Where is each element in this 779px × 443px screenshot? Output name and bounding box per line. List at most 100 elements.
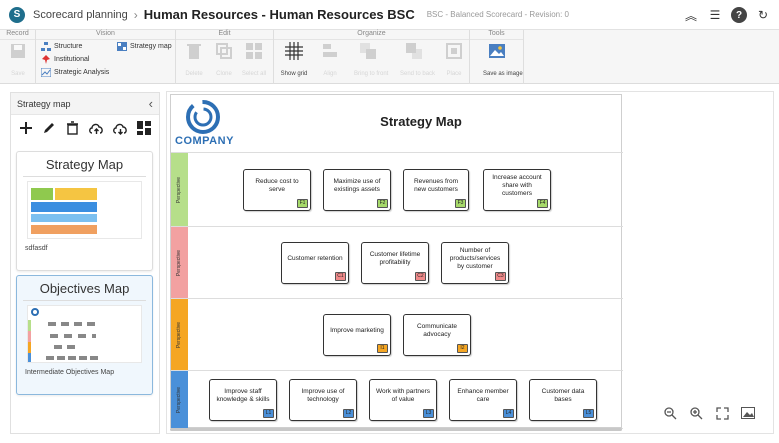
cloud-upload-icon[interactable] (88, 121, 105, 135)
lane-color-bar (171, 299, 188, 370)
objective-code-badge: F1 (297, 199, 308, 208)
strategy-map-button[interactable]: Strategy map (117, 42, 172, 51)
clone-icon (216, 43, 232, 59)
help-icon[interactable]: ? (731, 7, 747, 23)
ribbon-group-record: Record Save (0, 30, 36, 84)
align-button[interactable]: Align (316, 42, 344, 77)
structure-icon (41, 42, 51, 51)
objective-code-badge: C2 (415, 272, 426, 281)
map-card-strategy[interactable]: Strategy Map sdfasdf (16, 151, 153, 271)
sheet-title: Strategy Map (380, 114, 462, 129)
objective-code-badge: C3 (495, 272, 506, 281)
objective-code-badge: F4 (537, 199, 548, 208)
show-grid-button[interactable]: Show grid (280, 42, 308, 77)
image-save-icon (489, 44, 505, 58)
image-export-icon[interactable] (741, 406, 755, 420)
map-card-objectives[interactable]: Objectives Map Intermediate Objectives M… (16, 275, 153, 395)
lane-color-bar (171, 153, 188, 226)
company-logo-icon (186, 100, 220, 134)
trash-icon[interactable] (65, 121, 81, 135)
pin-icon (42, 55, 50, 64)
analysis-icon (41, 68, 51, 77)
cloud-download-icon[interactable] (112, 121, 129, 135)
panel-title: Strategy map (17, 98, 71, 109)
send-to-back-button[interactable]: Send to back (400, 42, 435, 77)
ribbon-group-tools: Tools Save as image (470, 30, 524, 84)
card-subtitle: Intermediate Objectives Map (25, 369, 115, 376)
place-icon (446, 43, 462, 59)
lane-label: Perspective (176, 249, 183, 276)
company-name: COMPANY (175, 135, 234, 147)
horizontal-scrollbar[interactable] (170, 428, 622, 431)
select-all-button[interactable]: Select all (240, 42, 268, 77)
card-subtitle: sdfasdf (25, 245, 48, 252)
app-logo-icon[interactable]: S (9, 6, 25, 23)
ribbon-group-organize: Organize Show grid Align Bring to front … (274, 30, 470, 84)
objective-code-badge: I2 (457, 344, 468, 353)
bring-to-front-button[interactable]: Bring to front (354, 42, 388, 77)
save-button[interactable]: Save (4, 42, 32, 77)
zoom-in-icon[interactable] (689, 406, 703, 420)
institutional-button[interactable]: Institutional (41, 55, 89, 64)
send-back-icon (406, 43, 422, 59)
chevron-left-icon[interactable]: ‹ (148, 96, 153, 111)
objective-label: Work with partners of value (375, 387, 431, 403)
objective-label: Revenues from new customers (413, 177, 459, 193)
lane-label: Perspective (176, 386, 183, 413)
breadcrumb-app[interactable]: Scorecard planning (33, 8, 128, 21)
card-title: Strategy Map (45, 157, 124, 172)
refresh-icon[interactable]: ↻ (757, 8, 769, 22)
objective-label: Maximize use of existings assets (333, 177, 381, 193)
objective-label: Customer retention (287, 254, 343, 262)
objective-label: Improve use of technology (301, 387, 345, 403)
trash-icon (187, 44, 201, 59)
objective-code-badge: C1 (335, 272, 346, 281)
panel-toolbar (11, 115, 159, 141)
lane-label: Perspective (176, 321, 183, 348)
objective-label: Increase account share with customers (492, 173, 542, 198)
zoom-out-icon[interactable] (663, 406, 677, 420)
clone-button[interactable]: Clone (210, 42, 238, 77)
add-icon[interactable] (18, 121, 34, 135)
objective-code-badge: L4 (503, 409, 514, 418)
strategy-map-panel: Strategy map ‹ Strategy Map sdfasdf Obje… (10, 92, 160, 434)
save-as-image-button[interactable]: Save as image (483, 42, 523, 77)
page-title: Human Resources - Human Resources BSC (143, 7, 415, 22)
delete-button[interactable]: Delete (180, 42, 208, 77)
objective-label: Enhance member care (457, 387, 509, 403)
list-icon[interactable]: ☰ (709, 8, 721, 22)
objective-label: Number of products/services by customer (449, 246, 501, 271)
strategic-analysis-button[interactable]: Strategic Analysis (41, 68, 109, 77)
ribbon-group-edit: Edit Delete Clone Select all (176, 30, 274, 84)
grid-icon (285, 42, 303, 60)
card-title: Objectives Map (39, 281, 130, 296)
objective-label: Customer lifetime profitability (369, 250, 421, 266)
place-button[interactable]: Place (440, 42, 468, 77)
bring-front-icon (360, 43, 376, 59)
objective-code-badge: L1 (263, 409, 274, 418)
structure-button[interactable]: Structure (41, 42, 82, 51)
lane-color-bar (171, 227, 188, 298)
dashboard-icon[interactable] (136, 121, 152, 135)
collapse-up-icon[interactable]: ︽ (684, 8, 697, 23)
fit-screen-icon[interactable] (715, 406, 729, 420)
edit-icon[interactable] (41, 121, 57, 135)
